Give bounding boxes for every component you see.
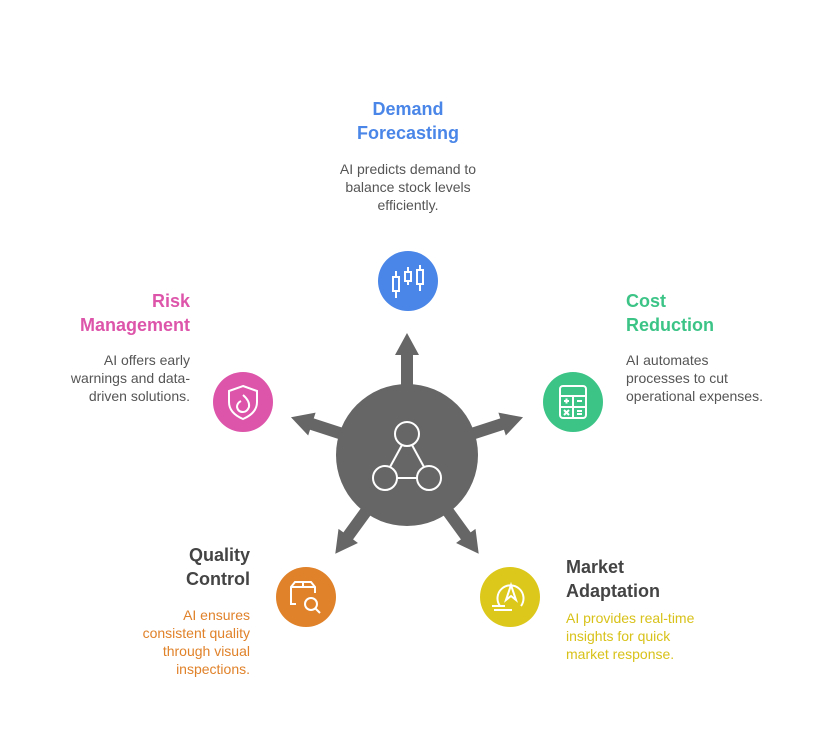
calculator-icon (559, 385, 587, 419)
arrow-demand (395, 333, 419, 395)
risk-node (213, 372, 273, 432)
quality-node (276, 567, 336, 627)
center-hub (336, 384, 478, 526)
candlestick-chart-icon (392, 265, 424, 298)
arrows (290, 333, 524, 554)
compass-wind-icon (492, 581, 525, 611)
arrow-quality (335, 500, 377, 554)
arrow-cost (462, 412, 524, 443)
network-triangle-icon (372, 421, 442, 491)
box-search-icon (290, 581, 321, 614)
arrow-market (437, 500, 479, 554)
arrow-risk (290, 412, 352, 443)
shield-fire-icon (228, 384, 258, 421)
